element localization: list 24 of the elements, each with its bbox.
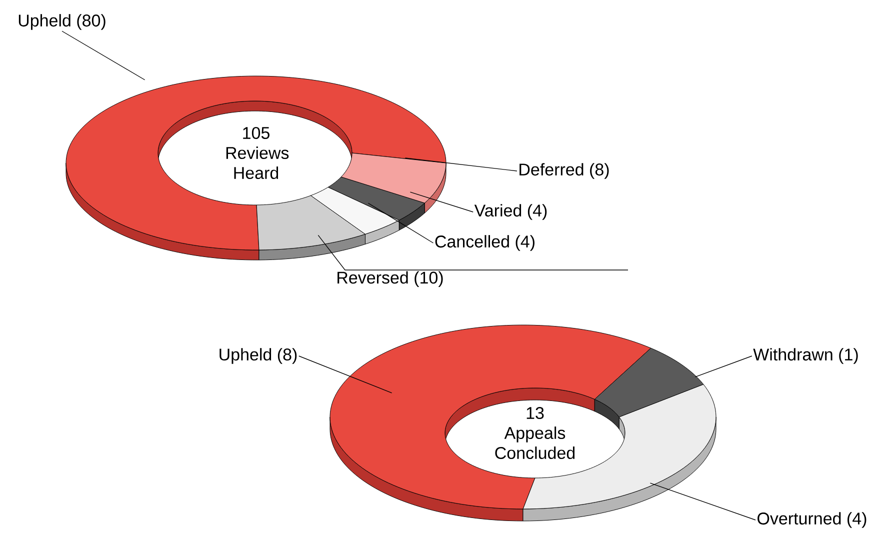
leader-line [410,192,474,212]
slice-label: Withdrawn (1) [753,348,858,364]
slice-label: Varied (4) [474,204,547,220]
donut-slice [330,324,652,510]
donut-slice [328,176,425,220]
leader-line [694,356,752,378]
donut-slice [594,348,704,418]
slice-label: Deferred (8) [520,163,609,179]
donut-slice [310,186,400,234]
slice-label: Upheld (8) [220,348,297,364]
slice-label: Upheld (80) [18,14,106,30]
centre-text: 13 Appeals Concluded [495,406,575,460]
slice-label: Reversed (10) [338,271,443,288]
donut-slice [256,195,366,250]
slice-label: Overturned (4) [758,512,866,528]
leader-line [62,30,146,80]
centre-text: 105 Reviews Heard [226,126,289,180]
leader-line [298,356,392,394]
donut-slice [340,152,446,204]
leader-line [318,234,628,270]
slice-label: Cancelled (4) [435,235,534,251]
leader-line [650,482,756,520]
leader-line [368,202,434,244]
leader-line [404,158,518,172]
